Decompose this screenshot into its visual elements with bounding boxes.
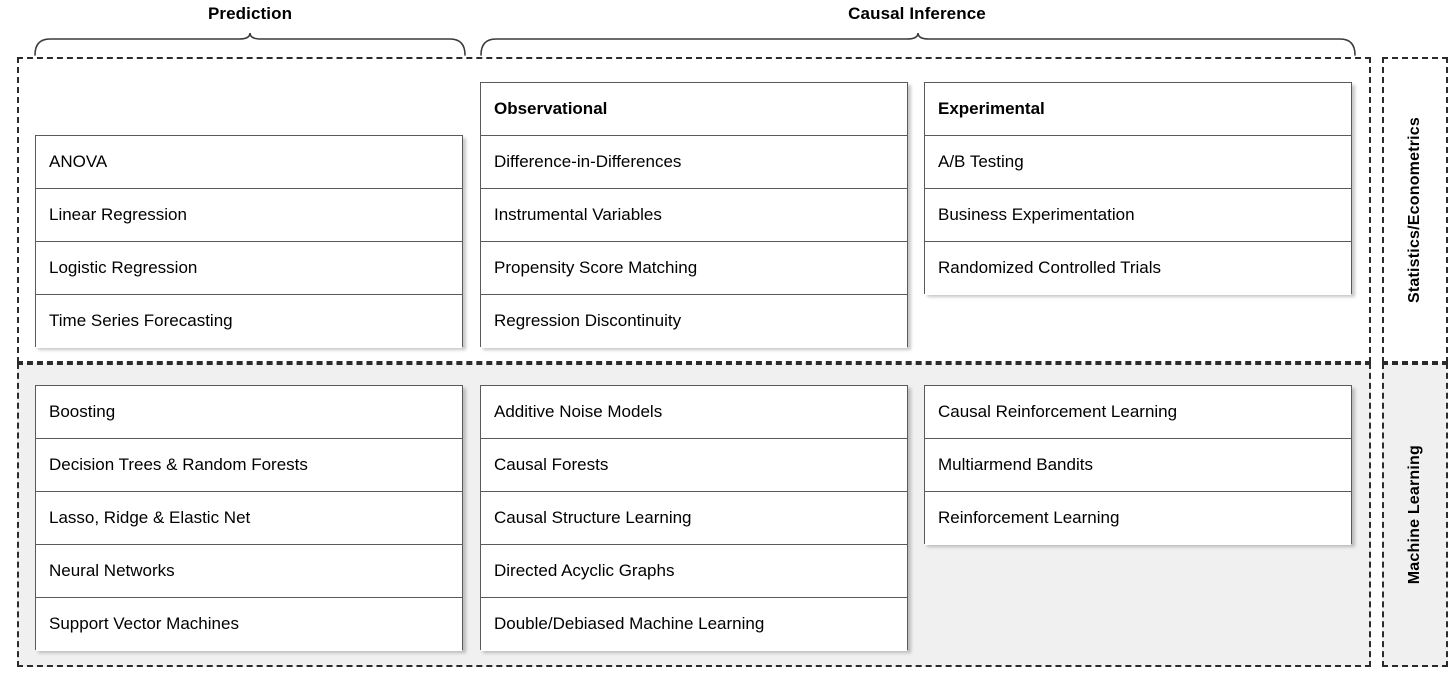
card-stats-observational: Observational Difference-in-Differences … [480, 82, 908, 348]
list-item[interactable]: Logistic Regression [36, 242, 462, 295]
list-item[interactable]: Boosting [36, 386, 462, 439]
side-label-statistics-econometrics: Statistics/Econometrics [1382, 57, 1448, 363]
list-item[interactable]: Business Experimentation [925, 189, 1351, 242]
card-stats-experimental: Experimental A/B Testing Business Experi… [924, 82, 1352, 295]
side-label-text-machine-learning: Machine Learning [1406, 445, 1423, 585]
list-item[interactable]: Causal Structure Learning [481, 492, 907, 545]
list-item[interactable]: Double/Debiased Machine Learning [481, 598, 907, 651]
list-item[interactable]: Linear Regression [36, 189, 462, 242]
list-item[interactable]: Instrumental Variables [481, 189, 907, 242]
card-ml-experimental: Causal Reinforcement Learning Multiarmen… [924, 385, 1352, 545]
side-label-machine-learning: Machine Learning [1382, 363, 1448, 667]
list-item[interactable]: Additive Noise Models [481, 386, 907, 439]
list-item[interactable]: Multiarmend Bandits [925, 439, 1351, 492]
list-item[interactable]: Propensity Score Matching [481, 242, 907, 295]
brace-prediction [34, 32, 466, 56]
list-item[interactable]: Decision Trees & Random Forests [36, 439, 462, 492]
list-item[interactable]: Reinforcement Learning [925, 492, 1351, 545]
brace-title-causal-inference: Causal Inference [848, 4, 986, 23]
brace-title-prediction: Prediction [207, 4, 293, 23]
list-item[interactable]: Lasso, Ridge & Elastic Net [36, 492, 462, 545]
list-item[interactable]: Difference-in-Differences [481, 136, 907, 189]
column-header-experimental: Experimental [925, 83, 1351, 136]
card-ml-observational: Additive Noise Models Causal Forests Cau… [480, 385, 908, 651]
column-header-observational: Observational [481, 83, 907, 136]
side-label-text-statistics: Statistics/Econometrics [1406, 117, 1423, 303]
list-item[interactable]: Support Vector Machines [36, 598, 462, 651]
list-item[interactable]: Regression Discontinuity [481, 295, 907, 348]
list-item[interactable]: Time Series Forecasting [36, 295, 462, 348]
card-ml-prediction: Boosting Decision Trees & Random Forests… [35, 385, 463, 651]
list-item[interactable]: Directed Acyclic Graphs [481, 545, 907, 598]
brace-causal-inference [480, 32, 1356, 56]
list-item[interactable]: ANOVA [36, 136, 462, 189]
list-item[interactable]: Randomized Controlled Trials [925, 242, 1351, 295]
list-item[interactable]: Causal Reinforcement Learning [925, 386, 1351, 439]
card-stats-prediction: ANOVA Linear Regression Logistic Regress… [35, 135, 463, 348]
list-item[interactable]: A/B Testing [925, 136, 1351, 189]
list-item[interactable]: Neural Networks [36, 545, 462, 598]
list-item[interactable]: Causal Forests [481, 439, 907, 492]
